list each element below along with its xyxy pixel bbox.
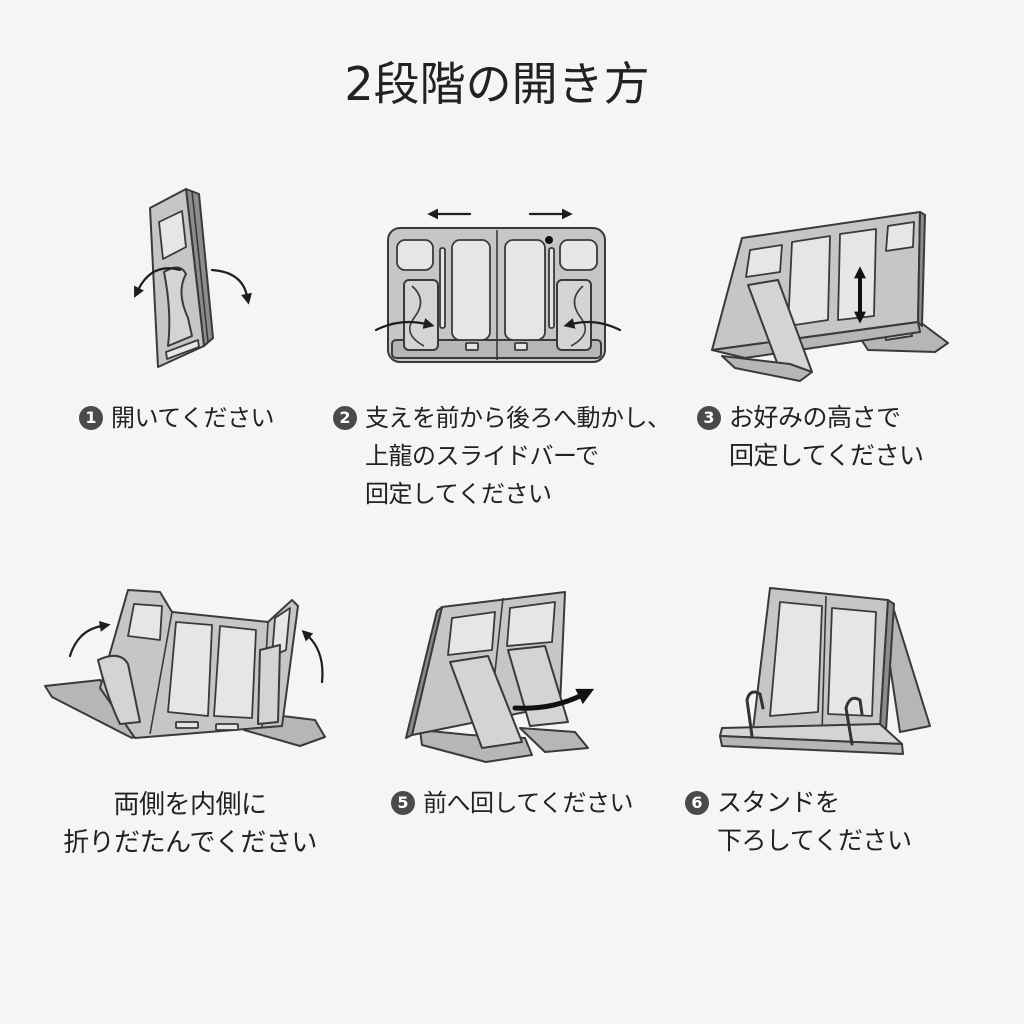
step-2-line-3: 回定してください: [365, 480, 552, 508]
step-5-number-badge: 5: [391, 791, 415, 815]
left-slide-bar: [439, 247, 446, 329]
step-5-caption: 5 前へ回してください: [391, 784, 634, 822]
move-left-support-arrow-icon: [374, 318, 435, 332]
right-wing-cutout: [271, 607, 291, 657]
move-right-support-arrow-icon: [563, 318, 622, 332]
upright-right-cutout: [827, 607, 877, 717]
step-3-number-badge: 3: [697, 406, 721, 430]
left-wing-support: [97, 654, 141, 725]
step-1-caption: 1 開いてください: [79, 399, 275, 437]
fold-left-arrow-icon: [68, 620, 111, 658]
rotate-forward-arrow-icon: [512, 688, 595, 711]
step-4-text: 両側を内側に 折りだたんでください: [40, 786, 340, 862]
step-2-text: 支えを前から後ろへ動かし、 上龍のスライドバーで 回定してください: [365, 399, 671, 513]
step-3-caption: 3 お好みの高さで 回定してください: [697, 399, 924, 475]
step-1-line-1: 開いてください: [111, 404, 275, 432]
step-5-illustration: [405, 591, 595, 763]
back-panel-edge-5: [405, 606, 443, 739]
step-2-illustration: [374, 208, 622, 363]
right-support-curve: [570, 285, 587, 347]
page-title: 2段階の開き方: [344, 57, 650, 111]
step-6-caption: 6 スタンドを 下ろしてください: [685, 784, 912, 860]
open-stand-left-top-cutout: [396, 239, 434, 271]
left-page-holder: [745, 690, 765, 738]
left-foot: [721, 355, 813, 382]
top-left-cutout-5: [447, 611, 496, 656]
folded-stand-bottom-slot: [165, 339, 200, 360]
step-3-line-1: お好みの高さで: [729, 403, 901, 432]
step-4-line-2: 折りだたんでください: [63, 828, 317, 858]
right-page-holder: [844, 696, 864, 746]
step-6-line-1: スタンドを: [717, 788, 840, 817]
fold-right-arrow-icon: [301, 629, 324, 684]
upright-center-line: [821, 595, 827, 734]
right-support-piece: [556, 279, 592, 351]
open-left-arrow-icon: [134, 267, 182, 298]
step-1-text: 開いてください: [111, 399, 275, 437]
step-3-text: お好みの高さで 回定してください: [729, 399, 924, 475]
slide-bar-knob: [545, 236, 553, 244]
left-support-piece: [403, 279, 439, 351]
step-5-line-1: 前へ回してください: [423, 789, 634, 817]
front-ledge: [711, 321, 921, 359]
tilted-panel-center-right-cutout: [837, 228, 877, 321]
folded-stand-layer-line: [191, 190, 209, 343]
step-2-line-1: 支えを前から後ろへ動かし、: [365, 404, 671, 432]
step-1-illustration: [134, 188, 252, 368]
step-4-caption: 両側を内側に 折りだたんでください: [40, 786, 340, 862]
step-2-line-2: 上龍のスライドバーで: [365, 442, 599, 470]
step-2-number-badge: 2: [333, 406, 357, 430]
bottom-tab-right: [514, 342, 528, 351]
open-stand-center-right-cutout: [504, 239, 546, 341]
bottom-tab-left-4: [175, 721, 199, 729]
tilted-panel-top-right-cutout: [885, 221, 915, 252]
center-left-tall-cutout: [167, 621, 213, 717]
tilted-panel-center-left-cutout: [787, 235, 831, 327]
bottom-tab-left: [465, 342, 479, 351]
top-right-cutout-5: [506, 601, 556, 647]
right-base-5: [519, 727, 589, 753]
right-slide-bar: [548, 247, 555, 329]
tilted-panel-top-left-cutout: [745, 244, 783, 278]
left-kickstand-5: [449, 655, 523, 749]
step-3-illustration: [711, 211, 949, 382]
folded-stand-top-cutout: [158, 210, 187, 260]
open-stand-center-left-cutout: [451, 239, 491, 341]
upright-left-cutout: [769, 601, 823, 717]
folded-stand-support: [163, 266, 193, 347]
step-6-text: スタンドを 下ろしてください: [717, 784, 912, 860]
step-5-text: 前へ回してください: [423, 784, 634, 822]
step-1-number-badge: 1: [79, 406, 103, 430]
open-right-arrow-icon: [210, 268, 252, 305]
right-wing-support: [257, 644, 281, 725]
center-right-tall-cutout: [213, 625, 257, 719]
left-support-curve: [408, 285, 425, 347]
book-ledge-front: [719, 735, 904, 755]
step-4-illustration: [44, 589, 326, 747]
step-6-number-badge: 6: [685, 791, 709, 815]
step-3-line-2: 回定してください: [729, 441, 924, 470]
step-6-illustration: [719, 587, 931, 755]
left-wing-cutout: [127, 603, 163, 641]
open-stand-right-top-cutout: [559, 239, 598, 271]
tilted-back-panel-edge: [917, 211, 926, 327]
step-2-caption: 2 支えを前から後ろへ動かし、 上龍のスライドバーで 回定してください: [333, 399, 671, 513]
left-fold-line: [149, 611, 173, 735]
bottom-tab-right-4: [215, 723, 239, 731]
step-4-line-1: 両側を内側に: [113, 790, 267, 820]
step-6-line-2: 下ろしてください: [717, 826, 912, 855]
